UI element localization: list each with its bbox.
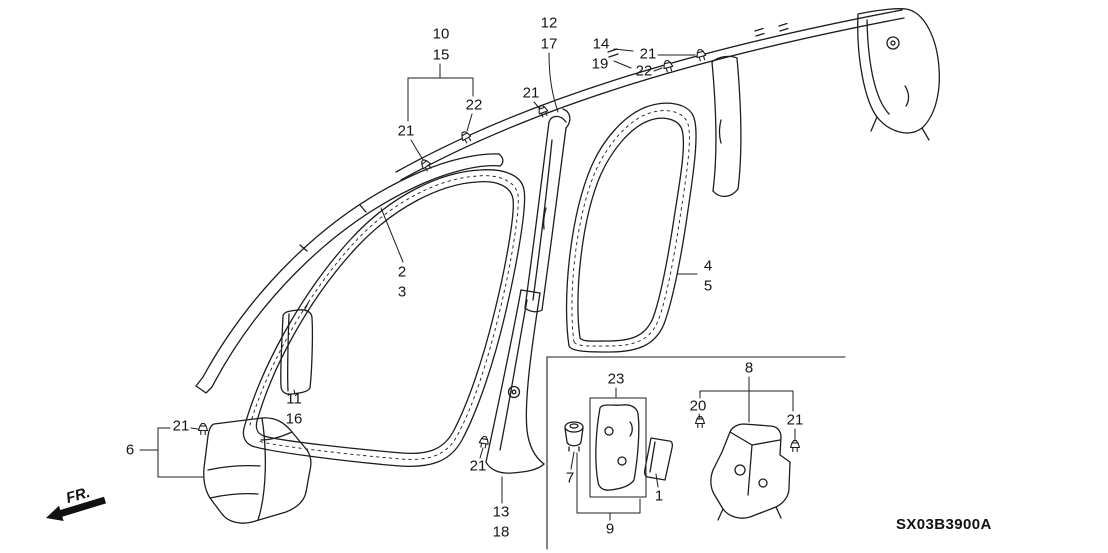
part-label-8: 8 [744,359,754,377]
part-label-21: 21 [469,457,487,475]
front-door-opening-seal [242,169,526,468]
part-label-21: 21 [397,122,415,140]
part-label-21: 21 [639,45,657,63]
b-pillar-upper-garnish [524,108,571,313]
part-label-14: 14 [592,35,610,53]
part-label-11: 11 [286,390,302,408]
part-label-22: 22 [635,62,653,80]
part-label-21: 21 [786,411,804,429]
part-label-6: 6 [125,441,135,459]
part-label-3: 3 [397,283,407,301]
part-label-17: 17 [540,35,558,53]
c-pillar-garnish [857,8,940,141]
part-label-12: 12 [540,14,558,32]
inset-divider [546,356,846,550]
part-label-2: 2 [397,263,407,281]
part-label-22: 22 [465,96,483,114]
part-label-23: 23 [607,370,625,388]
part-label-7: 7 [565,469,575,487]
part-label-20: 20 [689,397,707,415]
a-pillar-garnish [195,153,504,394]
b-pillar-lower-garnish [485,289,545,474]
grommet-part [564,421,584,452]
part-label-13: 13 [492,503,510,521]
rear-pillar-upper-garnish [711,55,742,198]
part-label-21: 21 [522,84,540,102]
part-label-18: 18 [492,523,510,541]
rear-door-opening-seal [565,102,697,353]
part-label-21: 21 [172,417,190,435]
part-label-5: 5 [703,277,713,295]
part-label-16: 16 [285,410,303,428]
part-label-10: 10 [432,25,450,43]
kick-panel-garnish [280,302,314,395]
roof-rail-line [395,9,905,181]
part-label-1: 1 [654,487,664,505]
part-label-9: 9 [605,520,615,538]
leader-lines [139,48,796,521]
access-panel-part [589,397,647,498]
part-label-19: 19 [591,55,609,73]
diagram-code: SX03B3900A [896,516,992,533]
part-label-4: 4 [703,257,713,275]
cowl-side-trim [203,417,312,524]
wedge-part [643,437,674,481]
fr-arrow [46,496,106,521]
part-label-15: 15 [432,46,450,64]
bracket-part [710,423,791,521]
